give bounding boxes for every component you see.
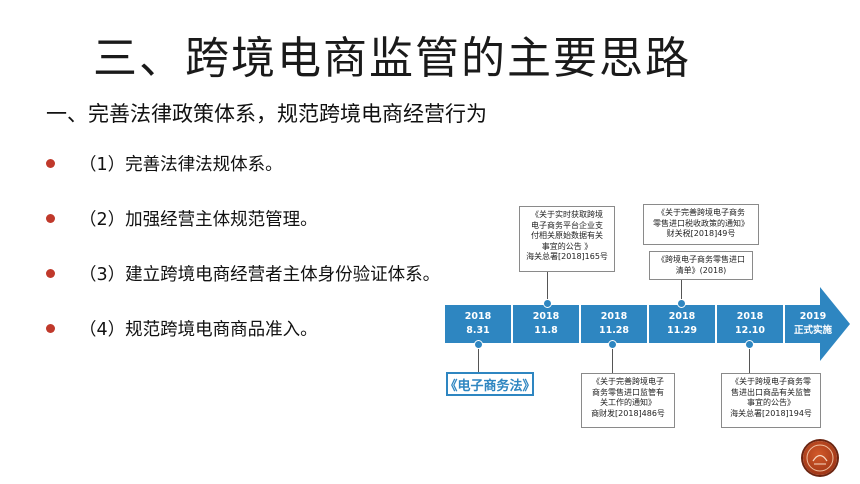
policy-note: 《关于完善跨境电子商务 零售进口税收政策的通知》 财关税[2018]49号 — [643, 204, 759, 245]
policy-note: 《关于跨境电子商务零 售进出口商品有关监管 事宜的公告》 海关总署[2018]1… — [721, 373, 821, 428]
list-item-text: （3）建立跨境电商经营者主体身份验证体系。 — [79, 264, 441, 285]
bullet-dot-icon — [46, 323, 55, 333]
connector-line — [681, 280, 682, 305]
timeline-segment: 2018 12.10 — [734, 311, 766, 336]
emblem-icon — [803, 441, 837, 475]
timeline-segment: 2018 8.31 — [464, 311, 492, 336]
bullet-dot-icon — [46, 268, 55, 278]
timeline-knob — [543, 299, 552, 308]
connector-line — [547, 272, 548, 305]
timeline-divider — [579, 305, 581, 343]
list-item: （4）规范跨境电商商品准入。 — [46, 313, 318, 343]
timeline-knob — [745, 340, 754, 349]
page-title: 三、跨境电商监管的主要思路 — [93, 33, 691, 84]
bullet-dot-icon — [46, 213, 55, 223]
policy-note: 《关于实时获取跨境 电子商务平台企业支 付相关原始数据有关 事宜的公告 》 海关… — [519, 206, 615, 272]
timeline-divider — [511, 305, 513, 343]
policy-note: 《关于完善跨境电子 商务零售进口监管有 关工作的通知》 商财发[2018]486… — [581, 373, 675, 428]
list-item-text: （2）加强经营主体规范管理。 — [79, 209, 318, 230]
list-item-text: （4）规范跨境电商商品准入。 — [79, 319, 318, 340]
timeline-knob — [677, 299, 686, 308]
timeline-arrow-head — [820, 287, 850, 361]
list-item: （2）加强经营主体规范管理。 — [46, 203, 318, 233]
timeline-segment: 2018 11.8 — [532, 311, 560, 336]
ecommerce-law-label: 《电子商务法》 — [445, 372, 536, 396]
bullet-dot-icon — [46, 158, 55, 168]
list-item: （3）建立跨境电商经营者主体身份验证体系。 — [46, 258, 440, 288]
timeline-divider — [715, 305, 717, 343]
connector-line — [478, 343, 479, 372]
timeline-segment: 2018 11.28 — [598, 311, 630, 336]
timeline-knob — [608, 340, 617, 349]
timeline-knob — [474, 340, 483, 349]
connector-line — [612, 343, 613, 373]
policy-note: 《跨境电子商务零售进口 清单》(2018) — [649, 251, 753, 280]
timeline-arrow — [445, 305, 821, 343]
connector-line — [749, 343, 750, 373]
section-subtitle: 一、完善法律政策体系，规范跨境电商经营行为 — [46, 102, 487, 126]
timeline-segment: 2018 11.29 — [666, 311, 698, 336]
timeline-divider — [783, 305, 785, 343]
list-item: （1）完善法律法规体系。 — [46, 148, 283, 178]
timeline-segment: 2019 正式实施 — [793, 311, 832, 336]
timeline-divider — [647, 305, 649, 343]
list-item-text: （1）完善法律法规体系。 — [79, 154, 283, 175]
